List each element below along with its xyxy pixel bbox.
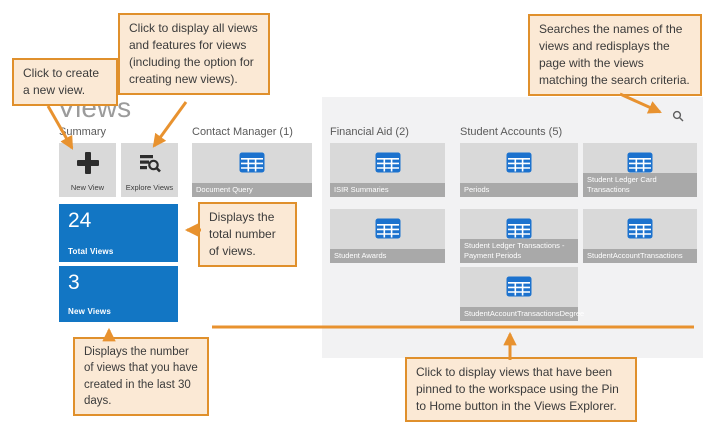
table-icon [506, 276, 532, 297]
plus-icon [76, 152, 99, 174]
callout-create-view: Click to create a new view. [12, 58, 118, 107]
view-tile-label: Document Query [192, 182, 312, 197]
list-search-icon [138, 153, 162, 173]
table-icon [375, 152, 401, 173]
view-tile-label: Student Ledger Card Transactions [583, 172, 697, 197]
view-tile-student-ledger-transactions-payment-periods[interactable]: Student Ledger Transactions - Payment Pe… [460, 209, 578, 263]
table-icon [627, 218, 653, 239]
category-heading-contact-manager: Contact Manager (1) [192, 126, 293, 138]
view-tile-label: StudentAccountTransactions [583, 248, 697, 263]
explore-views-button[interactable]: Explore Views [121, 143, 178, 197]
callout-pinned-views-text: Click to display views that have been pi… [416, 365, 619, 414]
table-icon [506, 152, 532, 173]
arrow-explore-views [152, 101, 188, 148]
view-tile-studentaccounttransactions[interactable]: StudentAccountTransactions [583, 209, 697, 263]
callout-explore-views: Click to display all views and features … [118, 13, 270, 96]
view-tile-document-query[interactable]: Document Query [192, 143, 312, 197]
view-tile-studentaccounttransactionsdegree[interactable]: StudentAccountTransactionsDegree [460, 267, 584, 321]
callout-new-views-text: Displays the number of views that you ha… [84, 346, 198, 407]
new-views-count: 3 [68, 271, 80, 294]
table-icon [506, 218, 532, 239]
total-views-label: Total Views [68, 247, 114, 256]
callout-search-text: Searches the names of the views and redi… [539, 22, 690, 88]
table-icon [627, 152, 653, 173]
new-views-label: New Views [68, 307, 112, 316]
new-views-tile[interactable]: 3 New Views [59, 266, 178, 322]
view-tile-isir-summaries[interactable]: ISIR Summaries [330, 143, 445, 197]
callout-new-views: Displays the number of views that you ha… [73, 337, 209, 417]
view-tile-periods[interactable]: Periods [460, 143, 578, 197]
category-heading-student-accounts: Student Accounts (5) [460, 126, 563, 138]
total-views-tile[interactable]: 24 Total Views [59, 204, 178, 262]
callout-search: Searches the names of the views and redi… [528, 14, 702, 97]
view-tile-label: ISIR Summaries [330, 182, 445, 197]
view-tile-label: Student Ledger Transactions - Payment Pe… [460, 238, 578, 263]
callout-pinned-views: Click to display views that have been pi… [405, 357, 637, 423]
category-heading-financial-aid: Financial Aid (2) [330, 126, 409, 138]
callout-create-view-text: Click to create a new view. [23, 66, 100, 98]
table-icon [239, 152, 265, 173]
total-views-count: 24 [68, 209, 92, 232]
view-tile-label: Student Awards [330, 248, 445, 263]
new-view-button[interactable]: New View [59, 143, 116, 197]
view-tile-student-ledger-card-transactions[interactable]: Student Ledger Card Transactions [583, 143, 697, 197]
table-icon [375, 218, 401, 239]
callout-total-views-text: Displays the total number of views. [209, 210, 276, 259]
view-tile-label: StudentAccountTransactionsDegree [460, 306, 584, 321]
explore-views-label: Explore Views [125, 183, 174, 192]
view-tile-student-awards[interactable]: Student Awards [330, 209, 445, 263]
view-tile-label: Periods [460, 182, 578, 197]
search-icon[interactable] [672, 110, 686, 124]
callout-explore-views-text: Click to display all views and features … [129, 21, 258, 87]
new-view-label: New View [70, 183, 105, 192]
callout-total-views: Displays the total number of views. [198, 202, 297, 268]
summary-heading: Summary [59, 126, 107, 138]
